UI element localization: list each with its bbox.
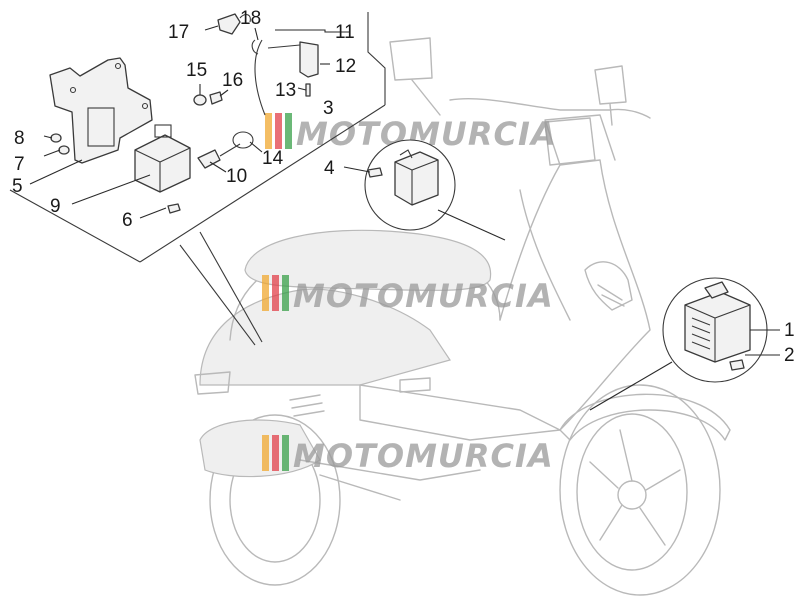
callout-6: 6: [122, 210, 133, 231]
washer: [50, 133, 62, 143]
callout-9: 9: [50, 196, 61, 217]
screw: [209, 91, 223, 105]
callout-16: 16: [222, 70, 243, 91]
nut: [193, 94, 207, 106]
watermark-bottom: MOTOMURCIA: [262, 435, 554, 475]
detail-circle-right: [589, 277, 768, 411]
callout-11: 11: [335, 22, 355, 43]
callout-13: 13: [275, 80, 296, 101]
pin: [305, 83, 311, 97]
leader-lines: [29, 25, 780, 356]
mounting-bracket: [49, 57, 153, 164]
cable: [254, 39, 266, 116]
connector: [197, 149, 221, 169]
watermark-text: MOTOMURCIA: [293, 437, 554, 475]
callout-15: 15: [186, 60, 207, 81]
callout-12: 12: [335, 56, 356, 77]
watermark-text: MOTOMURCIA: [293, 277, 554, 315]
callout-3: 3: [323, 98, 334, 119]
screw: [367, 167, 383, 178]
clip: [217, 13, 241, 35]
regulator-unit: [394, 151, 439, 206]
screw: [167, 203, 181, 214]
callout-labels: 1 2 3 4 5 6 7 8 9 10 11 12 13 14 15 16 1…: [12, 8, 795, 366]
callout-7: 7: [14, 154, 25, 175]
callout-5: 5: [12, 176, 23, 197]
watermark-middle: MOTOMURCIA: [262, 275, 554, 315]
callout-14: 14: [262, 148, 284, 169]
washer: [58, 145, 70, 155]
callout-8: 8: [14, 128, 25, 149]
scooter-outline: [194, 37, 731, 596]
callout-17: 17: [168, 22, 189, 43]
callout-1: 1: [784, 320, 795, 341]
screw: [729, 359, 745, 371]
callout-18: 18: [240, 8, 261, 29]
grommet: [232, 131, 254, 149]
callout-4: 4: [324, 158, 335, 179]
spark-cap: [299, 41, 319, 78]
callout-2: 2: [784, 345, 795, 366]
callout-10: 10: [226, 166, 247, 187]
parts-panel: [9, 12, 386, 346]
detail-circle-top: [364, 139, 506, 241]
regulator-module: [134, 134, 191, 193]
